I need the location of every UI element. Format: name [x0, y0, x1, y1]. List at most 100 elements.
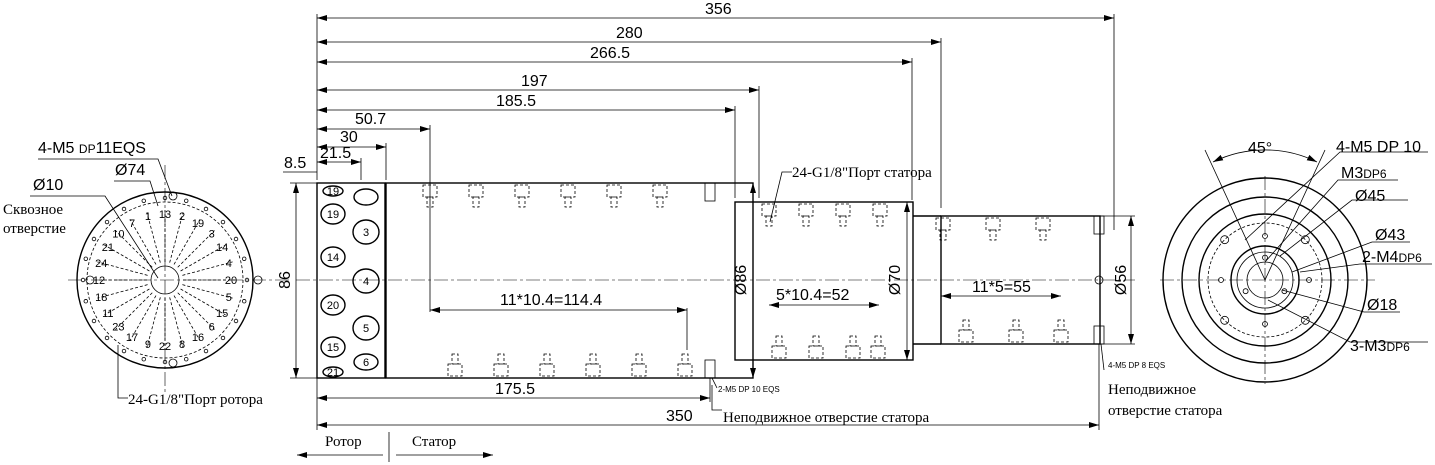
rotor-face-port — [322, 185, 344, 197]
rotor-port-number: 24 — [95, 258, 107, 270]
leader-d74 — [114, 180, 159, 207]
leader-d18 — [1281, 289, 1400, 313]
dia-10-label: Ø10 — [33, 177, 63, 194]
dim-8-5: 8.5 — [284, 155, 306, 172]
rotor-mount-hole-bottom — [168, 358, 178, 368]
rotor-port-hole — [104, 219, 110, 225]
thread-3m3-label: 3-M3DP6 — [1350, 338, 1410, 355]
rotor-port-number: 3 — [209, 228, 215, 240]
dim-356: 356 — [705, 1, 732, 18]
rotor-port-pitch-circle — [86, 201, 244, 359]
rotor-port-hole — [184, 357, 189, 362]
rotor-port-hole — [104, 335, 110, 341]
rotor-face-port-number: 19 — [327, 209, 339, 221]
stator-port-drill — [849, 335, 857, 347]
thread-m3-label: M3DP6 — [1341, 165, 1387, 182]
dia-74-label: Ø74 — [115, 162, 145, 179]
stator-port-bore — [985, 217, 1001, 231]
rotor-port-hole — [80, 277, 86, 283]
stator-port-bore — [771, 345, 787, 359]
dim-21-5: 21.5 — [320, 145, 351, 162]
rotor-port-hole — [121, 206, 127, 212]
rotor-face-port — [352, 268, 380, 294]
rotor-face-port-number: 19 — [327, 186, 339, 198]
dim-height-86: 86 — [277, 271, 294, 289]
stator-port-drill — [839, 215, 847, 227]
rotor-face-port — [320, 294, 346, 316]
through-hole-label-1: Сквозное — [3, 202, 63, 218]
rotor-port-hole — [242, 299, 247, 304]
thread-4m5-label: 4-M5 DP11EQS — [38, 140, 146, 157]
stator-port-drill — [775, 335, 783, 347]
rotor-spoke — [169, 212, 184, 263]
stator-port-drill — [564, 196, 572, 208]
dim-197: 197 — [521, 73, 548, 90]
stator-port-bore — [798, 203, 814, 217]
rotor-mount-hole-right — [253, 275, 263, 285]
thread-left-label: 2-M5 DP 10 EQS — [718, 385, 780, 394]
leader-fixed-hole-1 — [711, 385, 722, 411]
stator-port-bore — [835, 203, 851, 217]
rotor-spoke — [104, 288, 150, 316]
stator-section-large — [385, 182, 754, 379]
through-hole-circle — [150, 265, 180, 295]
leader-thread-left — [711, 377, 718, 389]
stator-port-drill — [876, 215, 884, 227]
stator-hub-outer — [1230, 245, 1300, 315]
rotor-port-hole — [91, 318, 97, 324]
stator-hub-43 — [1236, 251, 1294, 309]
leader-4m5-dp10 — [1244, 151, 1428, 241]
stator-port-drill — [451, 353, 459, 365]
stator-port-bore — [845, 345, 861, 359]
stator-port-bore — [935, 217, 951, 231]
fixed-hole-label-2a: Неподвижное — [1108, 382, 1196, 398]
angle-arc-45 — [1212, 149, 1318, 163]
dim-350: 350 — [666, 408, 693, 425]
rotor-face-port — [320, 336, 346, 358]
rotor-port-number: 20 — [225, 275, 237, 287]
rotor-spoke — [173, 219, 201, 265]
stator-port-drill — [635, 353, 643, 365]
dia-18-label: Ø18 — [1367, 297, 1397, 314]
rotor-port-hole — [244, 277, 250, 283]
stator-ports-bottom — [447, 319, 1069, 377]
rotor-spoke — [173, 295, 201, 341]
dim-pitch-2: 5*10.4=52 — [776, 287, 850, 304]
rotor-port-number: 17 — [126, 332, 138, 344]
rotor-port-hole — [233, 318, 239, 324]
stator-port-bore — [1008, 329, 1024, 343]
stator-section-middle — [734, 201, 914, 361]
rotor-port-number: 23 — [112, 322, 124, 334]
rotor-port-number: 8 — [179, 339, 185, 351]
dia-45-label: Ø45 — [1355, 188, 1385, 205]
rotor-face-port — [320, 203, 346, 225]
rotor-spoke — [146, 212, 161, 263]
stator-label: Статор — [412, 434, 456, 450]
rotor-face-port-number: 6 — [363, 357, 369, 369]
rotor-spoke — [177, 230, 215, 268]
stator-m3-hole — [1262, 254, 1268, 261]
leader-4m5 — [38, 158, 173, 197]
rotor-spoke — [104, 244, 150, 272]
rotor-face-port — [353, 188, 379, 206]
stator-port-drill — [962, 319, 970, 331]
thread-hole-bottom-left — [704, 359, 716, 379]
rotor-face-port-number: 21 — [327, 367, 339, 379]
stator-m3-hole — [1242, 288, 1249, 295]
rotor-face-port — [352, 315, 380, 341]
rotor-face-port — [322, 366, 344, 378]
stator-inner-circle — [1198, 213, 1332, 347]
stator-port-bore — [652, 184, 668, 198]
dia-43-label: Ø43 — [1375, 227, 1405, 244]
rotor-port-number: 14 — [216, 242, 228, 254]
stator-port-bore — [1035, 217, 1051, 231]
leader-m3-dp6 — [1264, 179, 1398, 263]
stator-port-bore — [872, 203, 888, 217]
rotor-port-number: 12 — [93, 275, 105, 287]
stator-port-bore — [958, 329, 974, 343]
rotor-port-number: 6 — [209, 322, 215, 334]
rotor-port-number: 9 — [145, 339, 151, 351]
angle-45-label: 45° — [1248, 140, 1272, 157]
